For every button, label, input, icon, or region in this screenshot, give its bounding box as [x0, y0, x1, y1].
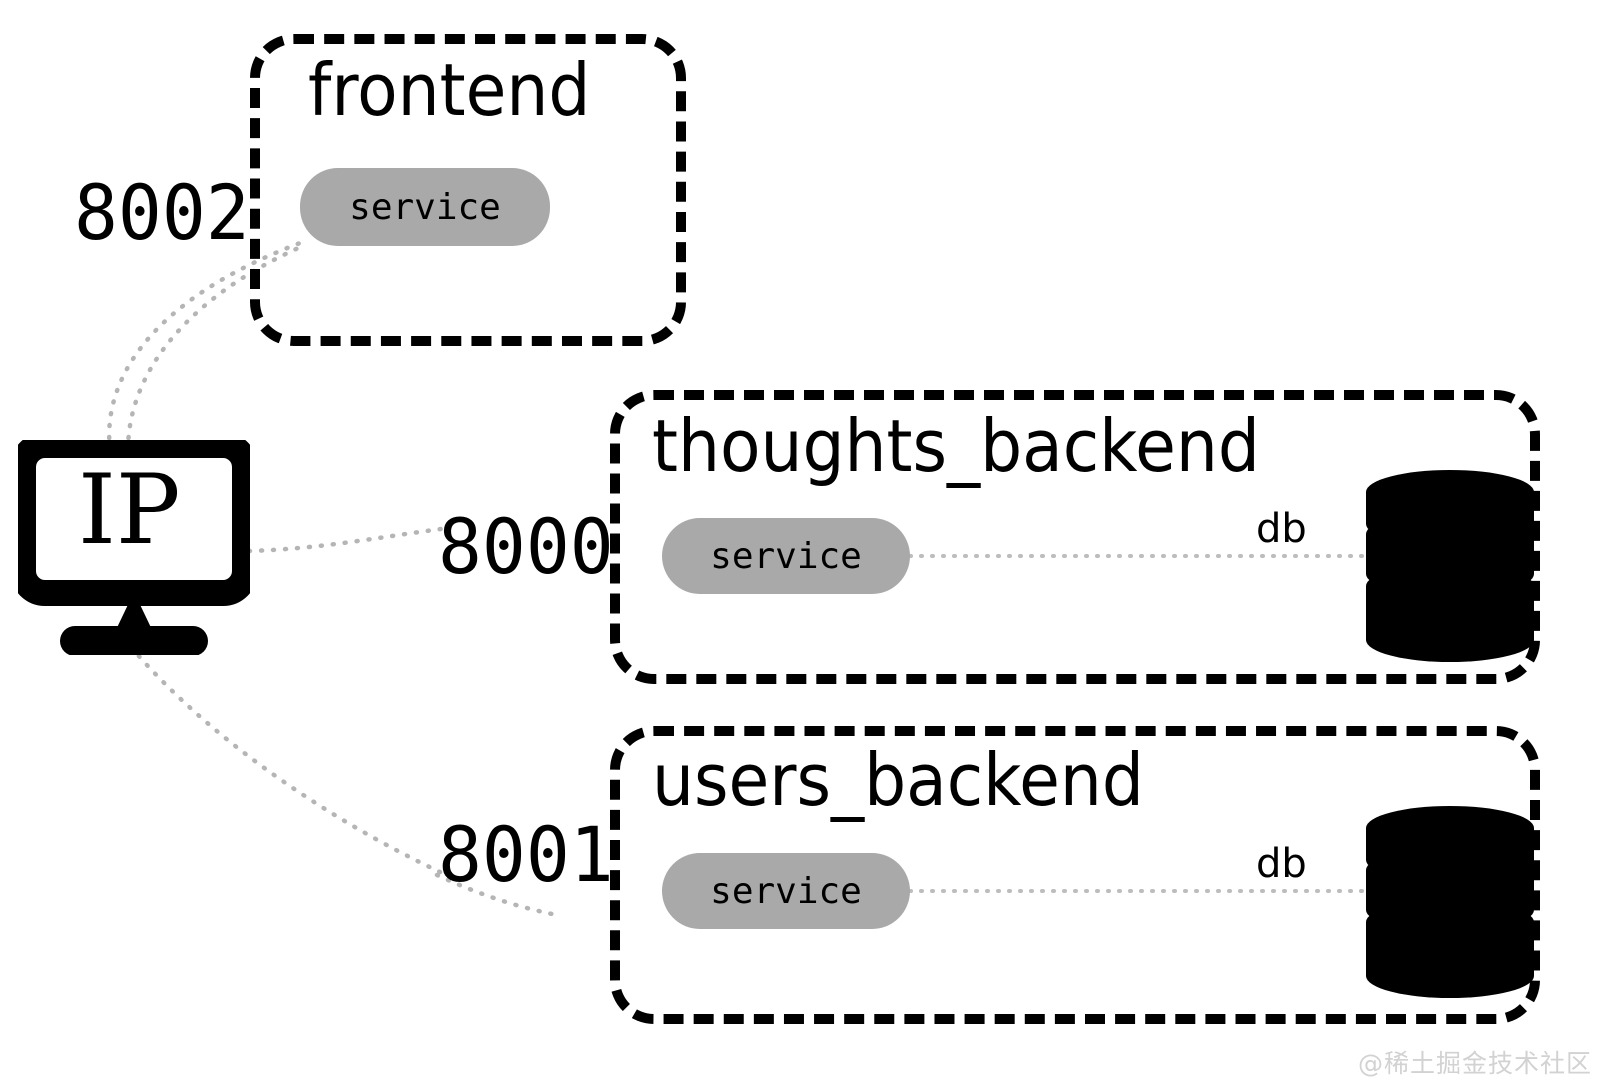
- group-users-backend[interactable]: [610, 726, 1540, 1024]
- monitor-icon: [18, 440, 250, 655]
- service-pill-thoughts-backend[interactable]: service: [662, 518, 910, 594]
- port-label-8002: 8002: [74, 168, 250, 257]
- database-cylinder-icon: [1366, 806, 1534, 998]
- group-title-frontend: frontend: [308, 48, 591, 132]
- watermark: @稀土掘金技术社区: [1357, 1049, 1592, 1078]
- service-pill-frontend[interactable]: service: [300, 168, 550, 246]
- service-pill-label: service: [710, 870, 862, 912]
- group-title-users-backend: users_backend: [652, 738, 1144, 822]
- service-pill-users-backend[interactable]: service: [662, 853, 910, 929]
- port-label-8001: 8001: [438, 810, 614, 899]
- ip-label: IP: [78, 454, 181, 566]
- connector-ip-to-thoughts: [246, 526, 444, 554]
- connector-ip-to-users-a: [128, 644, 443, 875]
- db-label-users: db: [1256, 841, 1307, 887]
- group-title-thoughts-backend: thoughts_backend: [652, 404, 1260, 488]
- service-pill-label: service: [710, 535, 862, 577]
- database-cylinder-icon: [1366, 470, 1534, 662]
- group-frontend[interactable]: [250, 34, 686, 346]
- service-pill-label: service: [349, 186, 501, 228]
- db-label-thoughts: db: [1256, 506, 1307, 552]
- port-label-8000: 8000: [438, 502, 614, 591]
- group-thoughts-backend[interactable]: [610, 390, 1540, 684]
